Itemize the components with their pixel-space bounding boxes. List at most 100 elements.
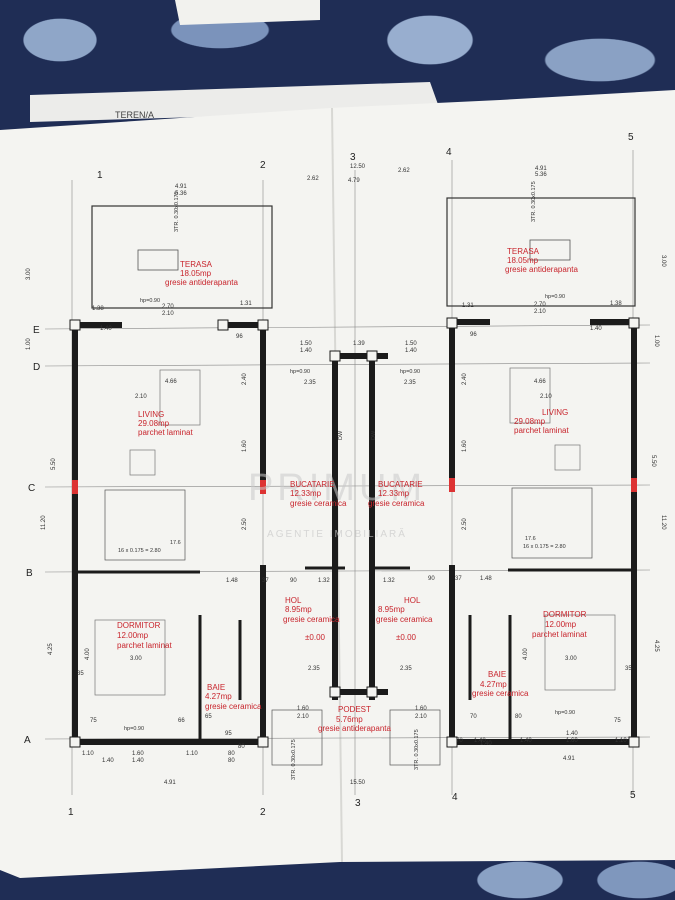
dim-int-25: 3.00	[130, 656, 142, 662]
dim-left-4: 4.25	[48, 643, 54, 655]
stair-note-left: 16 x 0.175 = 2.80	[118, 548, 161, 554]
dw-label-right: DW	[371, 430, 377, 440]
dim-top2-7: 1.38	[610, 301, 622, 307]
dim-top2-0: 1.38	[92, 306, 104, 312]
hp-label-2: hp=0.90	[124, 726, 144, 732]
hp-label-1: hp=0.90	[400, 369, 420, 375]
dim-int-17: 1.60	[242, 440, 248, 452]
str-label-bottom-right: 3TR. 0.30x0.175	[414, 729, 420, 770]
dim-int-10: 4.66	[534, 379, 546, 385]
col-label-3-bottom: 3	[355, 798, 361, 809]
dim-left-3: 11.20	[41, 515, 47, 530]
dim-int-34: 2.10	[415, 714, 427, 720]
dim-int-27: 4.00	[85, 648, 91, 660]
dim-bottom-6: 1.60	[566, 738, 578, 744]
dim-small-13: 70	[470, 714, 477, 720]
dim-top-0: 4.91	[175, 184, 187, 190]
bucatarie-right-area: 12.33mp	[378, 489, 410, 498]
watermark-subtitle: AGENTIE IMOBILIARĂ	[267, 527, 407, 540]
dim-bottom-8: 4.91	[164, 780, 176, 786]
dim-right-0: 3.00	[660, 255, 666, 267]
dim-int-1: 96	[236, 334, 243, 340]
living-right-area: 29.08mp	[514, 417, 546, 426]
dim-int-9: 4.66	[165, 379, 177, 385]
dim-left-0: 3.00	[26, 268, 32, 280]
dim-int-30: 2.35	[400, 666, 412, 672]
dim-small-0: 75	[90, 718, 97, 724]
hp-label-5: hp=0.90	[545, 294, 565, 300]
terasa-left-area: 18.05mp	[180, 269, 212, 278]
hol-left-finish: gresie ceramica	[283, 615, 340, 624]
dim-int-33: 2.10	[297, 714, 309, 720]
dim-bottom-4: 1.40	[480, 741, 492, 747]
dim-int-7: 96	[470, 332, 477, 338]
dim-top-5: 5.36	[535, 172, 547, 178]
col-label-5-bottom: 5	[630, 790, 636, 801]
baie-left-name: BAIE	[207, 683, 225, 692]
dim-int-12: 2.10	[540, 394, 552, 400]
col-label-4-bottom: 4	[452, 792, 458, 803]
dim-small-2: 35	[77, 671, 84, 677]
room-labels: TERASA 18.05mp gresie antiderapanta TERA…	[117, 247, 587, 733]
living-left-area: 29.08mp	[138, 419, 170, 428]
dim-top2-4: 1.31	[462, 303, 474, 309]
dim-int-23: 1.32	[383, 578, 395, 584]
col-label-3-top: 3	[350, 152, 356, 163]
structural-columns	[69, 317, 640, 748]
dim-small-8: 95	[225, 731, 232, 737]
dormitor-right-name: DORMITOR	[543, 610, 587, 619]
dw-label-left: DW	[338, 430, 344, 440]
dim-int-11: 2.10	[135, 394, 147, 400]
stair-note-right: 16 x 0.175 = 2.80	[523, 544, 566, 550]
dim-top2-5: 2.70	[534, 302, 546, 308]
dim-top-6: 4.91	[535, 166, 547, 172]
misc-labels: hp=0.90 hp=0.90 hp=0.90 hp=0.90 hp=0.90 …	[118, 181, 575, 780]
bucatarie-right-name: BUCATARIE	[378, 480, 423, 489]
dim-top-7: 12.50	[350, 164, 366, 170]
living-right-name: LIVING	[542, 408, 568, 417]
interior-walls	[75, 566, 634, 742]
str-label-top-left: 3TR. 0.30x0.175	[174, 191, 180, 232]
dim-bottom-9: 15.50	[350, 780, 366, 786]
terasa-left-outline	[91, 205, 273, 309]
dim-top2-3: 1.31	[240, 301, 252, 307]
bucatarie-left-area: 12.33mp	[290, 489, 322, 498]
dim-small-7: 65	[205, 714, 212, 720]
stairs	[104, 487, 593, 766]
dim-int-2: 1.50	[300, 341, 312, 347]
dim-int-15: 2.35	[304, 380, 316, 386]
dim-bottom-10: 4.91	[563, 756, 575, 762]
dim-right-4: 4.25	[653, 640, 659, 652]
col-label-1-bottom: 1	[68, 807, 74, 818]
dim-small-5: 90	[290, 578, 297, 584]
bucatarie-left-finish: gresie ceramica	[290, 499, 347, 508]
hol-right-area: 8.95mp	[378, 605, 405, 614]
dim-int-26: 3.00	[565, 656, 577, 662]
dim-int-31: 1.60	[297, 706, 309, 712]
watermark-brand: PRIMUM	[248, 467, 426, 509]
dim-bottom-5: 1.40	[566, 731, 578, 737]
podest-name: PODEST	[338, 705, 371, 714]
dim-left-1: 1.00	[26, 338, 32, 350]
hp-label-4: hp=0.90	[140, 298, 160, 304]
col-label-2-bottom: 2	[260, 807, 266, 818]
baie-left-finish: gresie ceramica	[205, 702, 262, 711]
dim-int-29: 2.35	[308, 666, 320, 672]
dim-bottom2-4: 1.40	[520, 738, 532, 744]
living-right-finish: parchet laminat	[514, 426, 569, 435]
dimension-labels: 4.91 5.36 2.62 4.79 2.62 5.36 4.91 12.50…	[26, 164, 666, 786]
dim-bottom2-0: 1.40	[102, 758, 114, 764]
dim-int-8: 1.40	[590, 326, 602, 332]
dim-int-28: 4.00	[523, 648, 529, 660]
terasa-right-area: 18.05mp	[507, 256, 539, 265]
col-label-5-top: 5	[628, 132, 634, 143]
living-left-finish: parchet laminat	[138, 428, 193, 437]
stair-tag-left: 17.6	[170, 540, 181, 546]
col-label-4-top: 4	[446, 147, 452, 158]
dim-int-13: 2.40	[242, 373, 248, 385]
stair-tag-right: 17.6	[525, 536, 536, 542]
row-label-a: A	[24, 735, 31, 746]
dim-top2-6: 2.10	[534, 309, 546, 315]
dormitor-left-finish: parchet laminat	[117, 641, 172, 650]
